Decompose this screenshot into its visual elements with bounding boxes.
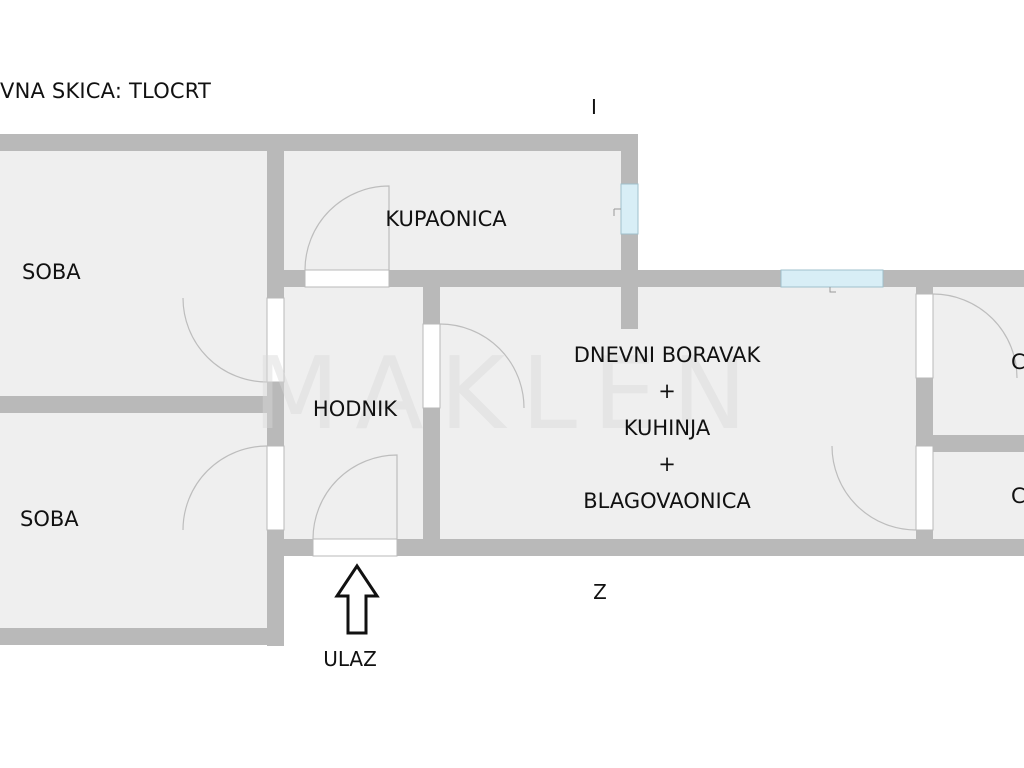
fixtures bbox=[613, 208, 836, 293]
floor-soba-bottom bbox=[0, 412, 268, 630]
orientation-south: Z bbox=[593, 580, 607, 604]
floors bbox=[0, 150, 1024, 630]
room-label-right-bottom: C bbox=[1011, 484, 1024, 508]
openings bbox=[266, 183, 934, 557]
floor-soba-top bbox=[0, 150, 268, 398]
floor-kupaonica bbox=[284, 150, 624, 270]
entrance-arrow-icon bbox=[334, 563, 380, 635]
watermark-text: MAKLEN bbox=[253, 335, 763, 452]
room-label-living-plus2: + bbox=[658, 452, 676, 476]
swing-soba-bottom bbox=[182, 445, 268, 531]
fixture-living bbox=[829, 287, 836, 293]
swing-living bbox=[439, 323, 525, 409]
door-right-bottom bbox=[915, 445, 934, 531]
room-label-kupaonica: KUPAONICA bbox=[385, 207, 507, 231]
door-entrance bbox=[312, 538, 398, 557]
entrance-label: ULAZ bbox=[323, 647, 377, 671]
door-soba-bottom bbox=[266, 445, 285, 531]
wall-bottom bbox=[268, 539, 1024, 556]
floor-right-bottom bbox=[932, 452, 1024, 540]
door-right-top bbox=[915, 293, 934, 379]
orientation-north: I bbox=[591, 95, 597, 119]
plan-title: VNA SKICA: TLOCRT bbox=[0, 79, 212, 103]
window-kupaonica bbox=[620, 183, 639, 235]
fixture-kupaonica bbox=[613, 208, 621, 216]
room-label-living-line2: KUHINJA bbox=[624, 416, 711, 440]
wall-soba-divider bbox=[0, 396, 284, 413]
window-living bbox=[780, 269, 884, 288]
room-label-soba-top: SOBA bbox=[22, 260, 81, 284]
room-label-soba-bottom: SOBA bbox=[20, 507, 79, 531]
door-soba-top bbox=[266, 297, 285, 383]
swing-soba-top bbox=[182, 297, 268, 383]
swing-kupaonica bbox=[304, 185, 390, 271]
floor-hodnik bbox=[284, 286, 424, 540]
door-living bbox=[422, 323, 441, 409]
wall-top-left bbox=[0, 134, 638, 151]
swing-right-top bbox=[932, 293, 1018, 379]
room-label-hodnik: HODNIK bbox=[313, 397, 398, 421]
wall-soba-bottom bbox=[0, 628, 284, 645]
room-label-living-line3: BLAGOVAONICA bbox=[583, 489, 751, 513]
room-label-living-line1: DNEVNI BORAVAK bbox=[574, 343, 762, 367]
swing-entrance bbox=[312, 454, 398, 540]
floor-right-top bbox=[932, 286, 1024, 436]
floor-living bbox=[440, 286, 918, 540]
door-swings bbox=[182, 185, 1018, 540]
room-label-right-top: C bbox=[1011, 350, 1024, 374]
door-kupaonica bbox=[304, 269, 390, 288]
wall-right-divider bbox=[916, 435, 1024, 452]
room-label-living-plus1: + bbox=[658, 379, 676, 403]
swing-right-bottom bbox=[831, 445, 917, 531]
